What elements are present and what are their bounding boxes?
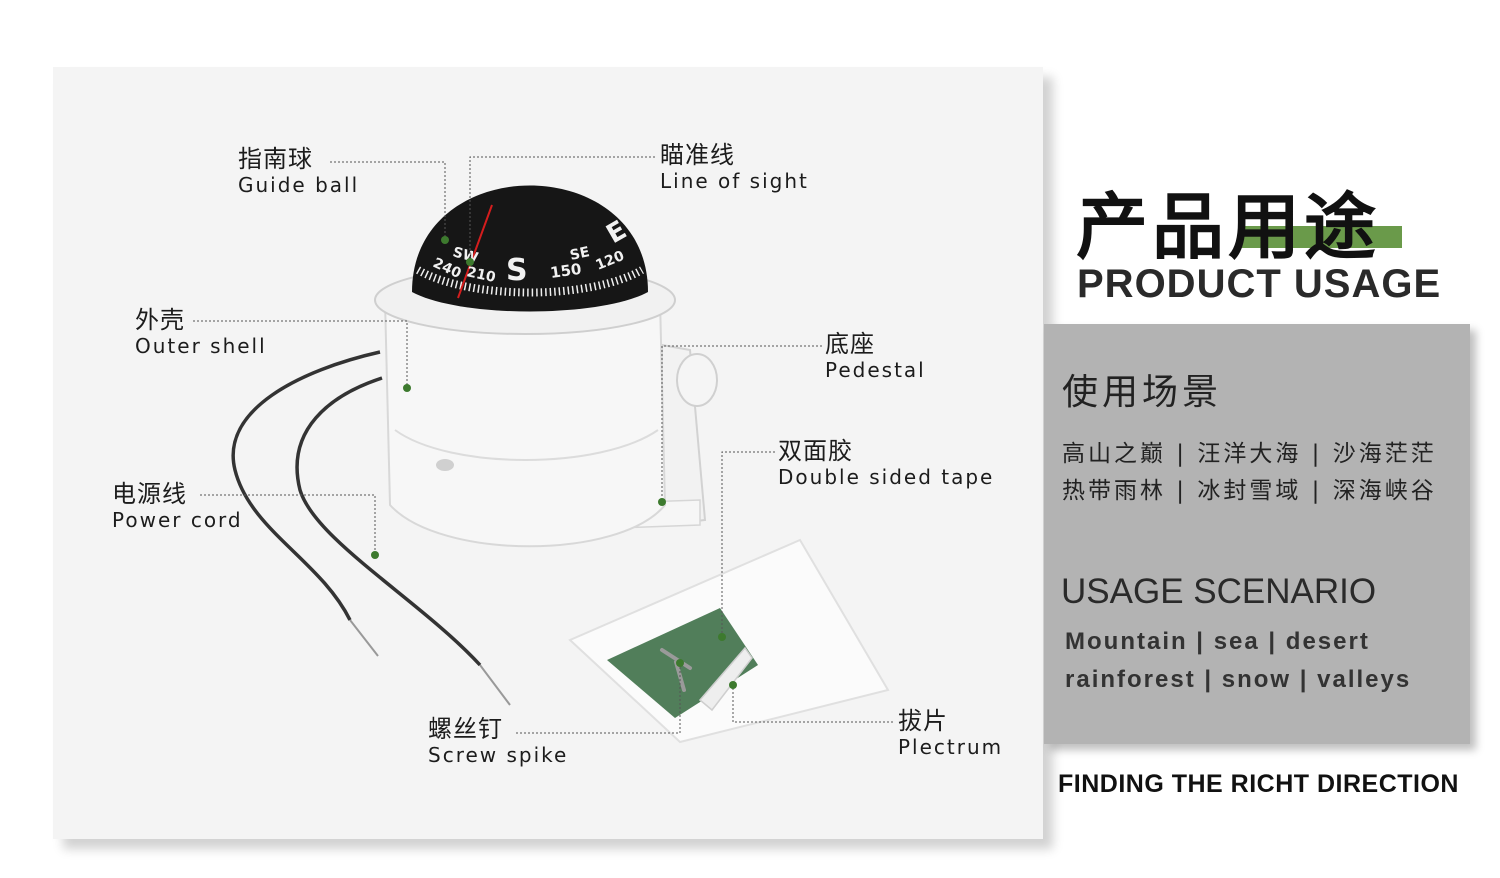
callout-cn: 外壳 [135,306,185,334]
usage-heading-cn: 使用场景 [1062,372,1223,413]
callout-cn: 拔片 [898,707,948,735]
callout-outer-shell: 外壳 Outer shell [135,306,267,358]
page-title-en: PRODUCT USAGE [1077,262,1442,306]
outer-shell [383,299,667,548]
callout-en: Power cord [112,507,243,532]
callout-cn: 瞄准线 [660,141,735,169]
dial-mark: S [506,253,528,288]
tagline: FINDING THE RICHT DIRECTION [1058,770,1459,798]
callout-en: Plectrum [898,734,1004,759]
knob [676,353,718,407]
callout-pedestal: 底座 Pedestal [825,330,926,382]
callout-leader-lines [193,156,893,734]
callout-screw-spike: 螺丝钉 Screw spike [428,715,569,767]
callout-cn: 电源线 [112,480,187,508]
callout-cn: 底座 [825,330,875,358]
callout-en: Outer shell [135,333,267,358]
usage-scenario-box [1044,324,1470,744]
callout-plectrum: 拔片 Plectrum [898,707,1004,759]
dial-mark: SE [569,244,592,264]
callout-en: Line of sight [660,168,809,193]
callout-line-of-sight: 瞄准线 Line of sight [660,141,809,193]
callout-en: Double sided tape [778,464,995,489]
page-title-cn: 产品用途 [1076,185,1381,269]
dial-mark: 210 [465,264,497,286]
callout-cn: 双面胶 [778,437,853,465]
plectrum-piece [698,646,753,712]
usage-line-cn: 热带雨林 | 冰封雪域 | 深海峡谷 [1062,478,1437,504]
callout-guide-ball: 指南球 Guide ball [238,145,360,197]
callout-en: Guide ball [238,172,360,197]
callout-double-sided-tape: 双面胶 Double sided tape [778,437,995,489]
callout-en: Screw spike [428,742,569,767]
wire-tips [349,619,511,706]
dial-mark: 150 [549,260,583,282]
usage-line-cn: 高山之巅 | 汪洋大海 | 沙海茫茫 [1062,441,1437,467]
usage-line-en: Mountain | sea | desert [1065,628,1370,655]
title-accent-bar [1238,226,1402,248]
callout-cn: 螺丝钉 [428,715,503,743]
callout-en: Pedestal [825,357,926,382]
usage-line-en: rainforest | snow | valleys [1065,666,1412,693]
callout-power-cord: 电源线 Power cord [112,480,243,532]
callout-cn: 指南球 [238,145,313,173]
callout-dots [371,236,737,689]
usage-heading-en: USAGE SCENARIO [1061,572,1377,611]
compass-dome [412,185,648,312]
